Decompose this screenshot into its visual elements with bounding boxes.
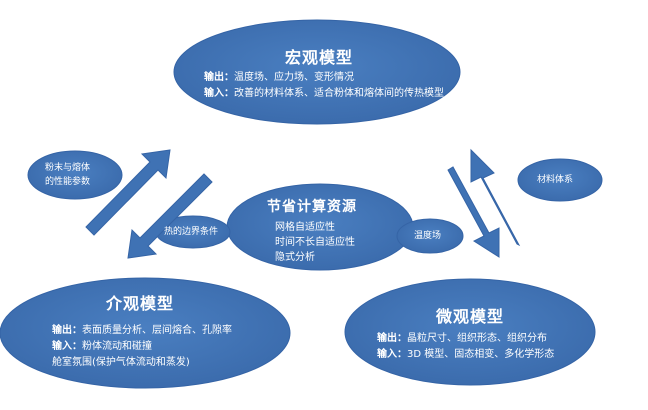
macro-input-label: 输入： [204, 88, 234, 99]
center-line-3: 隐式分析 [275, 252, 315, 263]
meso-input-text: 粉体流动和碰撞 [82, 341, 152, 352]
center-line-2: 时间不长自适应性 [275, 237, 355, 248]
center-line-1: 网格自适应性 [275, 222, 335, 233]
arrow-up-left-icon [85, 149, 171, 236]
meso-model-title: 介观模型 [106, 294, 175, 313]
meso-output-text: 表面质量分析、层间熔合、孔隙率 [82, 325, 232, 336]
temperature-field-label: 温度场 [414, 231, 442, 241]
meso-extra-line: 舱室氛围(保护气体流动和蒸发) [52, 357, 190, 368]
powder-props-line-1: 粉末与熔体 [45, 163, 91, 173]
material-system-ellipse [517, 158, 603, 202]
macro-input-line: 输入：改善的材料体系、适合粉体和熔体间的传热模型 [204, 86, 444, 101]
micro-input-text: 3D 模型、固态相变、多化学形态 [407, 349, 555, 360]
macro-model-title: 宏观模型 [285, 48, 354, 67]
temperature-field-ellipse [396, 218, 464, 254]
micro-output-label: 输出： [377, 333, 407, 344]
meso-output-label: 输出： [52, 325, 82, 336]
macro-input-text: 改善的材料体系、适合粉体和熔体间的传热模型 [234, 88, 444, 99]
macro-model-ellipse [173, 19, 461, 125]
macro-output-label: 输出： [204, 72, 234, 83]
macro-output-text: 温度场、应力场、变形情况 [234, 72, 354, 83]
material-system-label: 材料体系 [537, 175, 574, 185]
meso-model-ellipse [0, 277, 291, 389]
powder-props-ellipse [27, 150, 123, 200]
micro-input-label: 输入： [377, 349, 407, 360]
micro-model-title: 微观模型 [436, 307, 505, 326]
arrow-down-left-icon [127, 173, 213, 259]
macro-output-line: 输出：温度场、应力场、变形情况 [204, 70, 354, 85]
powder-props-line-2: 的性能参数 [45, 177, 91, 187]
meso-input-line: 输入：粉体流动和碰撞 [52, 339, 152, 354]
arrow-up-right-icon [470, 148, 521, 247]
micro-input-line: 输入：3D 模型、固态相变、多化学形态 [377, 347, 554, 362]
meso-input-label: 输入： [52, 341, 82, 352]
micro-model-ellipse [344, 278, 596, 386]
micro-output-text: 晶粒尺寸、组织形态、组织分布 [407, 333, 547, 344]
micro-output-line: 输出：晶粒尺寸、组织形态、组织分布 [377, 331, 547, 346]
thermal-bc-label: 热的边界条件 [164, 227, 219, 237]
arrow-down-right-icon [447, 166, 500, 258]
center-title: 节省计算资源 [267, 199, 357, 215]
meso-output-line: 输出：表面质量分析、层间熔合、孔隙率 [52, 323, 232, 338]
